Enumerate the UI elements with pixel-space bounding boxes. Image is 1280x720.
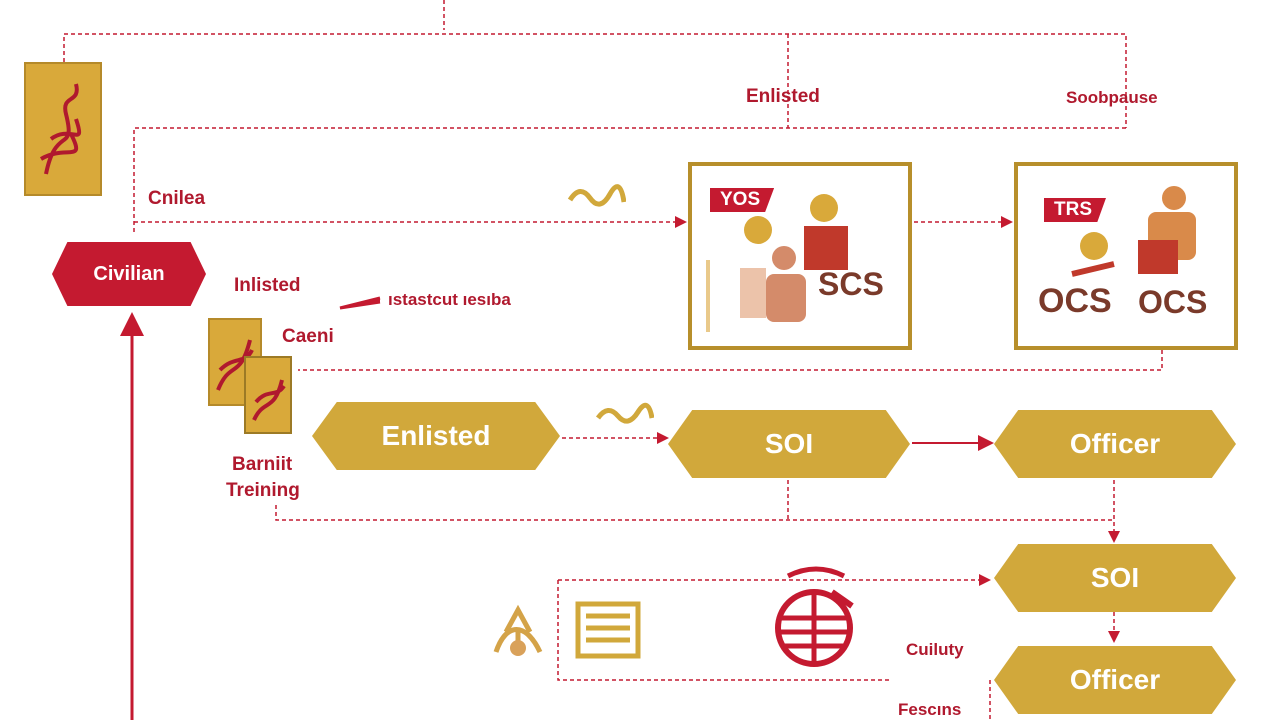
label-cultury: Cuiluty [906,640,964,659]
card-big-text-2: OCS [1138,284,1208,320]
soi-node-lower[interactable]: SOI [994,544,1236,612]
label-bottom-note: Fescıns [898,700,962,719]
ocs-card[interactable]: TRS OCS OCS [1014,162,1238,350]
scribble-icon [252,379,286,421]
personnel-icon [706,194,848,332]
gold-doodle-icon [595,402,654,424]
card-tag: YOS [710,188,775,212]
label-civilian-small: Cnilea [148,188,206,209]
insignia-tile [24,62,102,196]
gold-scroll-icon [575,601,641,659]
card-tag: TRS [1044,198,1106,222]
civilian-node[interactable]: Civilian [52,242,206,306]
scribble-icon [216,339,254,391]
label-top-right: Soobpause [1066,88,1158,107]
scribble-icon [39,83,82,175]
personnel-icon [1071,186,1196,277]
label-arrow-note: ıstastcut ıesıba [388,290,511,309]
document-tile-front [244,356,292,434]
label-basic-2: Treining [226,480,300,501]
scs-card[interactable]: YOS SCS [688,162,912,350]
label-cadet: Caeni [282,326,334,347]
globe-anchor-emblem-icon [775,566,854,667]
soi-node[interactable]: SOI [668,410,910,478]
label-basic-1: Barniit [232,454,293,475]
enlisted-node[interactable]: Enlisted [312,402,560,470]
officer-node[interactable]: Officer [994,410,1236,478]
officer-node-lower[interactable]: Officer [994,646,1236,714]
card-big-text: SCS [818,266,884,302]
label-inlisted: Inlisted [234,275,301,296]
label-enlisted-top: Enlisted [746,86,820,107]
gold-doodle-icon [567,184,626,207]
ornament-icon [493,604,543,656]
card-big-text-1: OCS [1038,282,1112,320]
